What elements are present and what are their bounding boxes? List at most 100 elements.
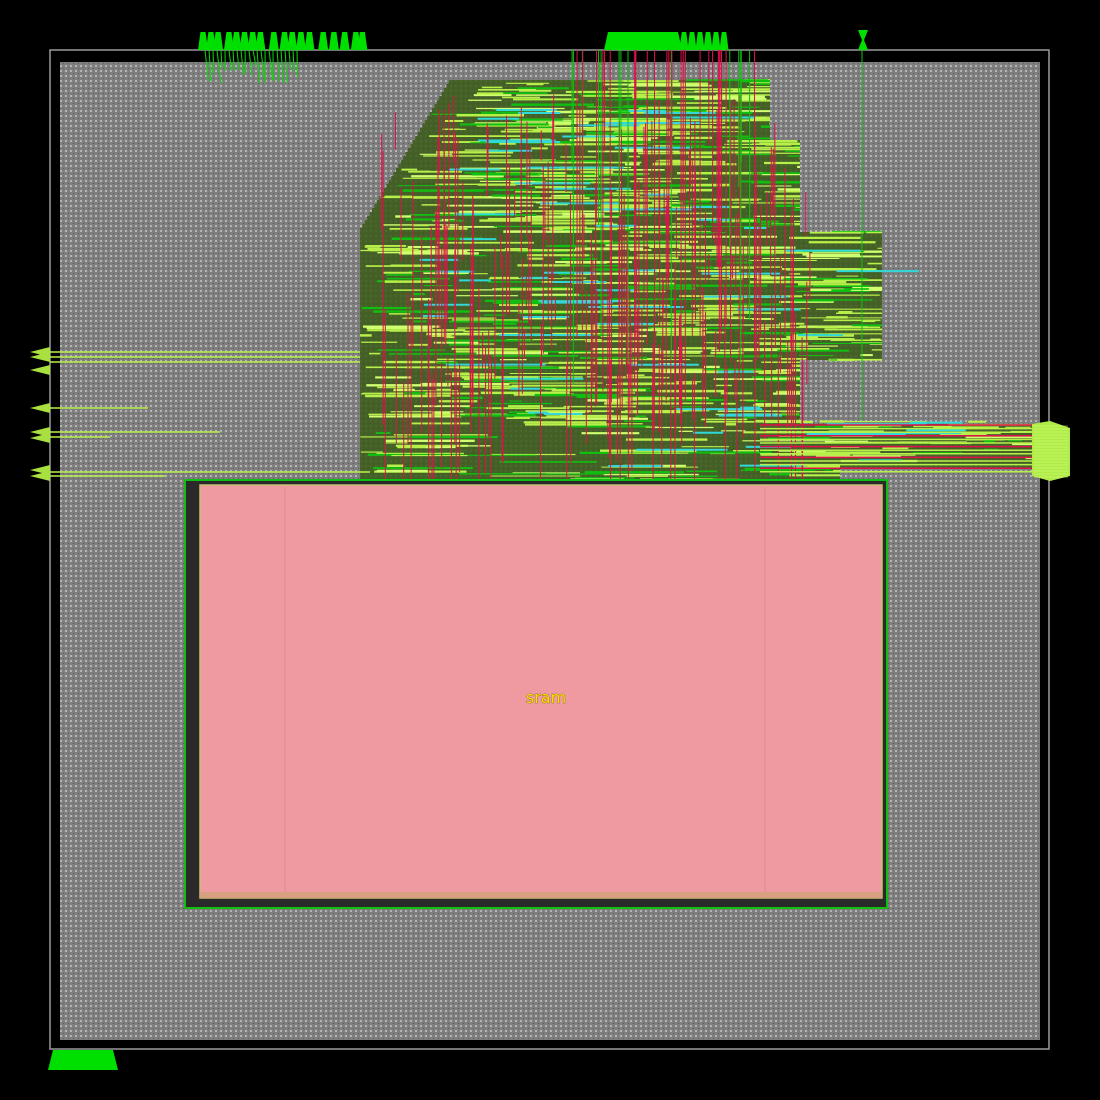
routing-fill [360, 344, 882, 348]
io-pin-group [604, 32, 682, 50]
io-pin [318, 32, 329, 50]
routing-fill [360, 264, 882, 268]
routing-fill [360, 236, 882, 240]
io-pin [295, 32, 306, 50]
sram-macro[interactable]: sram [184, 479, 888, 909]
routing-fill [386, 184, 800, 188]
routing-fill [376, 200, 800, 204]
io-pin [30, 365, 50, 375]
routing-fill [360, 352, 882, 356]
io-pin [213, 32, 224, 50]
routing-fill [360, 276, 882, 280]
io-pin [205, 32, 216, 50]
routing-fill [360, 408, 800, 412]
io-pin [30, 352, 50, 362]
pin-stub [296, 49, 299, 78]
io-pins [30, 30, 1070, 1070]
io-pin [339, 32, 350, 50]
io-pin [703, 32, 713, 50]
routing-fill [448, 80, 770, 84]
pin-stub [240, 49, 244, 76]
pin-stub [260, 49, 265, 80]
routing-fill [360, 436, 1040, 440]
routing-fill [360, 428, 1040, 432]
pin-stub [220, 49, 223, 69]
io-pin [255, 32, 266, 50]
pin-stub [292, 49, 295, 72]
routing-fill [360, 380, 800, 384]
routing-fill [403, 156, 800, 160]
pin-stub [256, 49, 261, 84]
die-outline [49, 49, 1050, 1050]
routing-fill [360, 320, 882, 324]
routing-fill [360, 284, 882, 288]
routing-fill [360, 252, 882, 256]
routing-fill [360, 312, 882, 316]
sram-macro-bottom-strip [200, 892, 882, 898]
io-pin [679, 32, 689, 50]
pin-stub [288, 49, 292, 69]
routing-fill [384, 188, 800, 192]
pin-stub [208, 49, 212, 82]
routing-fill [360, 328, 882, 332]
routing-fill [360, 316, 882, 320]
pin-stub [284, 49, 288, 84]
pin-stub [252, 49, 257, 67]
routing-fill [446, 84, 770, 88]
routing-fill [372, 208, 800, 212]
io-pin-bus [1032, 421, 1070, 481]
routing-fill [360, 456, 1040, 460]
routing-fill [374, 204, 800, 208]
io-pin [30, 433, 50, 443]
routing-fill [436, 100, 770, 104]
routing-fill [360, 400, 800, 404]
routing-fill [360, 248, 882, 252]
pin-stub [216, 49, 222, 84]
routing-fill [360, 424, 1040, 428]
routing-fill [360, 460, 1040, 464]
io-pin [695, 32, 705, 50]
routing-fill [444, 88, 770, 92]
io-pin [239, 32, 250, 50]
io-pin [279, 32, 290, 50]
routing-fill [434, 104, 770, 108]
routing-fill [360, 336, 882, 340]
routing-fill [360, 280, 882, 284]
routing-fill [360, 444, 1040, 448]
routing-fill [360, 432, 1040, 436]
routing-fill [360, 440, 1040, 444]
pin-stub [232, 49, 235, 71]
routing-fill [408, 148, 800, 152]
routing-fill [398, 164, 800, 168]
io-pin [687, 32, 697, 50]
routing-fill [424, 120, 770, 124]
sram-macro-body [199, 484, 883, 899]
pin-stub [248, 49, 253, 76]
pin-stub [236, 49, 240, 70]
io-pin [304, 32, 315, 50]
routing-fill [360, 396, 800, 400]
routing-fill [391, 176, 800, 180]
routing-fill [410, 144, 800, 148]
pin-stub [268, 49, 274, 81]
pin-stub [204, 49, 209, 82]
pin-stub [280, 49, 284, 83]
routing-fill [360, 468, 840, 472]
routing-fill [360, 464, 1040, 468]
io-pin [198, 32, 208, 50]
routing-fill [362, 224, 800, 228]
routing-fill [360, 368, 800, 372]
io-pin-group [48, 1050, 118, 1070]
routing-fill [429, 112, 770, 116]
routed-logic-region [50, 48, 1050, 485]
routing-fill [379, 196, 800, 200]
io-pin [711, 32, 721, 50]
routing-fill [412, 140, 800, 144]
routing-fill [381, 192, 800, 196]
io-pin [719, 32, 729, 50]
io-pin [30, 403, 50, 413]
io-pin [268, 32, 279, 50]
io-pin [357, 32, 368, 50]
pin-stub [212, 49, 215, 74]
